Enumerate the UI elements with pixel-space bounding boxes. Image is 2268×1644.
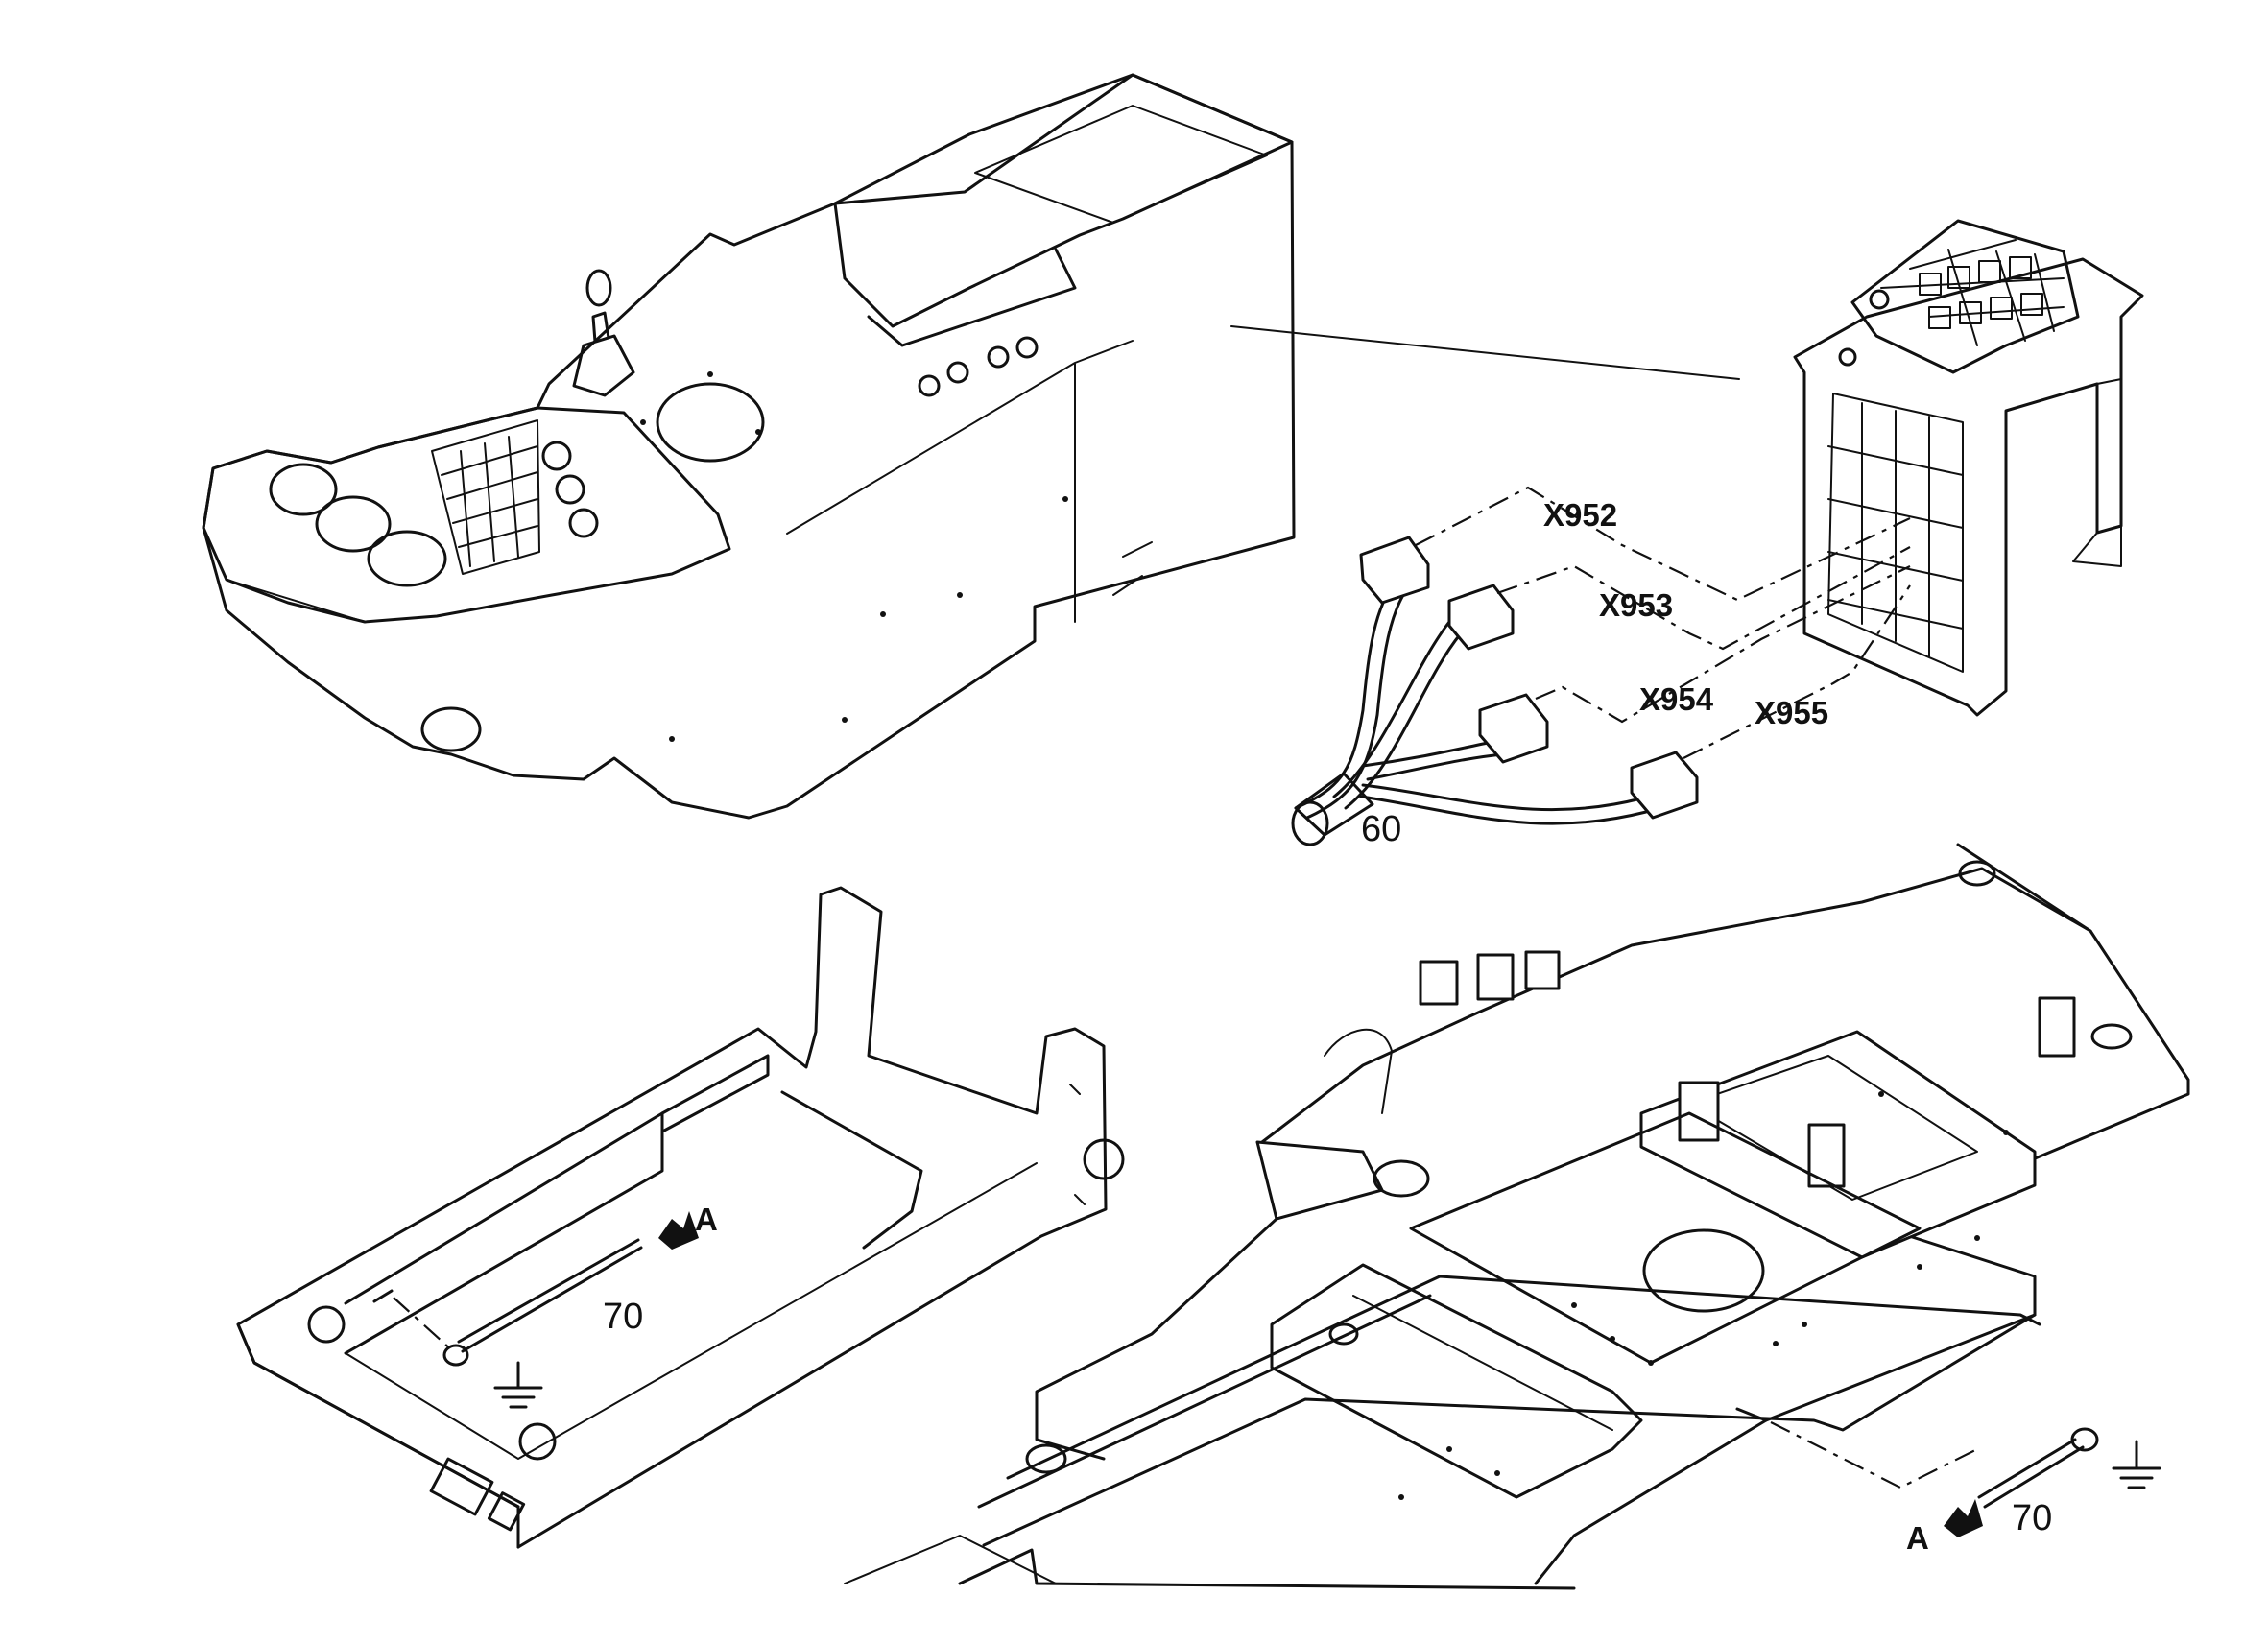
view-label-a-left: A — [695, 1202, 718, 1237]
connector-label-x955: X955 — [1755, 695, 1828, 730]
connector-label-x954: X954 — [1639, 681, 1714, 717]
connector-leaders — [1415, 486, 1911, 759]
callout-70-right: 70 — [2012, 1498, 2052, 1538]
wiring-harness — [1291, 536, 1699, 846]
callout-70-left: 70 — [603, 1297, 643, 1337]
view-label-a-right: A — [1906, 1520, 1929, 1556]
connector-label-x953: X953 — [1599, 587, 1673, 623]
callout-60: 60 — [1361, 809, 1401, 849]
leader-line — [1230, 325, 1740, 380]
relay-bracket — [1793, 219, 2144, 717]
sub-frame — [236, 886, 1125, 1549]
connector-label-x952: X952 — [1543, 497, 1617, 533]
operator-console — [202, 73, 1296, 820]
machine-frame — [844, 843, 2190, 1590]
